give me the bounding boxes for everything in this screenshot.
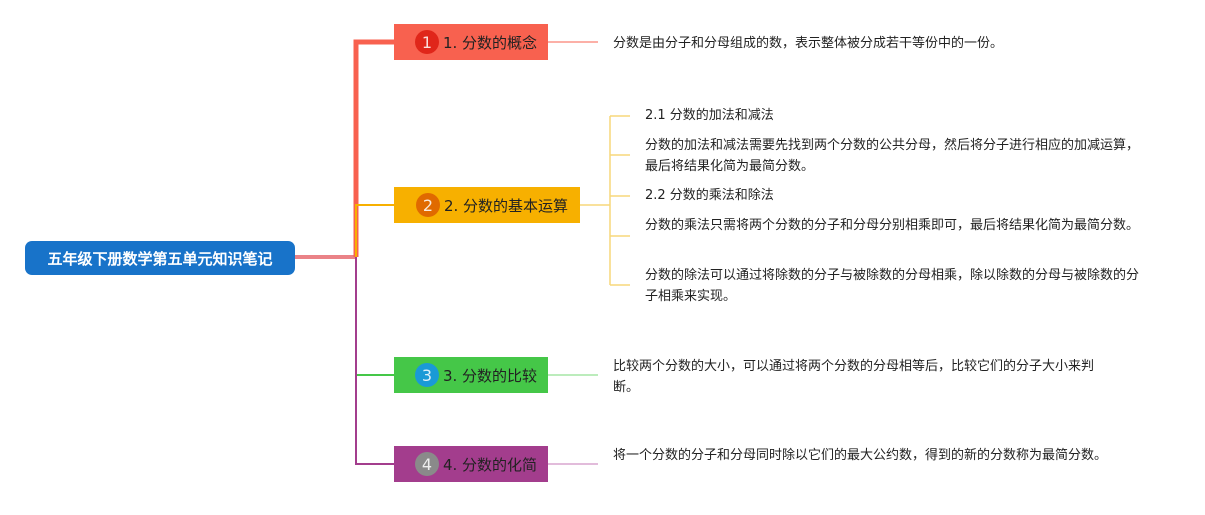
leaf-content: 2.1 分数的加法和减法 xyxy=(645,108,774,123)
leaf-subheading: 2.2 分数的乘法和除法 xyxy=(645,185,1145,206)
branch-comparison[interactable]: 3 3. 分数的比较 xyxy=(394,357,548,393)
leaf-text: 分数的乘法只需将两个分数的分子和分母分别相乘即可，最后将结果化简为最简分数。 xyxy=(645,215,1140,236)
leaf-text: 分数是由分子和分母组成的数，表示整体被分成若干等份中的一份。 xyxy=(613,33,1173,54)
leaf-text: 分数的加法和减法需要先找到两个分数的公共分母，然后将分子进行相应的加减运算，最后… xyxy=(645,135,1140,177)
branch-3-connector xyxy=(355,257,394,376)
leaf-text: 将一个分数的分子和分母同时除以它们的最大公约数，得到的新的分数称为最简分数。 xyxy=(613,445,1108,466)
leaf-content: 分数的加法和减法需要先找到两个分数的公共分母，然后将分子进行相应的加减运算，最后… xyxy=(645,138,1140,174)
number-badge-icon: 2 xyxy=(415,193,440,217)
leaf-subheading: 2.1 分数的加法和减法 xyxy=(645,105,1145,126)
branch-label: 3. 分数的比较 xyxy=(442,366,538,385)
branch-operations[interactable]: 2 2. 分数的基本运算 xyxy=(394,187,580,223)
number-badge-icon: 3 xyxy=(414,363,439,387)
branch-label: 4. 分数的化简 xyxy=(442,455,538,474)
leaf-content: 分数的乘法只需将两个分数的分子和分母分别相乘即可，最后将结果化简为最简分数。 xyxy=(645,218,1140,233)
leaf-2-bracket xyxy=(580,115,630,286)
branch-label: 1. 分数的概念 xyxy=(442,33,538,52)
branch-2-connector xyxy=(355,204,394,257)
root-topic[interactable]: 五年级下册数学第五单元知识笔记 xyxy=(25,241,295,275)
number-badge-icon: 1 xyxy=(414,30,439,54)
root-title: 五年级下册数学第五单元知识笔记 xyxy=(47,249,273,268)
branch-simplification[interactable]: 4 4. 分数的化简 xyxy=(394,446,548,482)
leaf-content: 将一个分数的分子和分母同时除以它们的最大公约数，得到的新的分数称为最简分数。 xyxy=(613,448,1108,463)
number-badge-icon: 4 xyxy=(414,452,439,476)
branch-concept[interactable]: 1 1. 分数的概念 xyxy=(394,24,548,60)
leaf-content: 分数的除法可以通过将除数的分子与被除数的分母相乘，除以除数的分母与被除数的分子相… xyxy=(645,268,1140,304)
leaf-content: 2.2 分数的乘法和除法 xyxy=(645,188,774,203)
leaf-content: 分数是由分子和分母组成的数，表示整体被分成若干等份中的一份。 xyxy=(613,36,1004,51)
leaf-text: 分数的除法可以通过将除数的分子与被除数的分母相乘，除以除数的分母与被除数的分子相… xyxy=(645,265,1140,307)
leaf-content: 比较两个分数的大小，可以通过将两个分数的分母相等后，比较它们的分子大小来判断。 xyxy=(613,359,1095,395)
branch-4-connector xyxy=(355,257,394,465)
leaf-text: 比较两个分数的大小，可以通过将两个分数的分母相等后，比较它们的分子大小来判断。 xyxy=(613,356,1108,398)
branch-1-connector xyxy=(353,39,394,257)
branch-label: 2. 分数的基本运算 xyxy=(443,196,569,215)
